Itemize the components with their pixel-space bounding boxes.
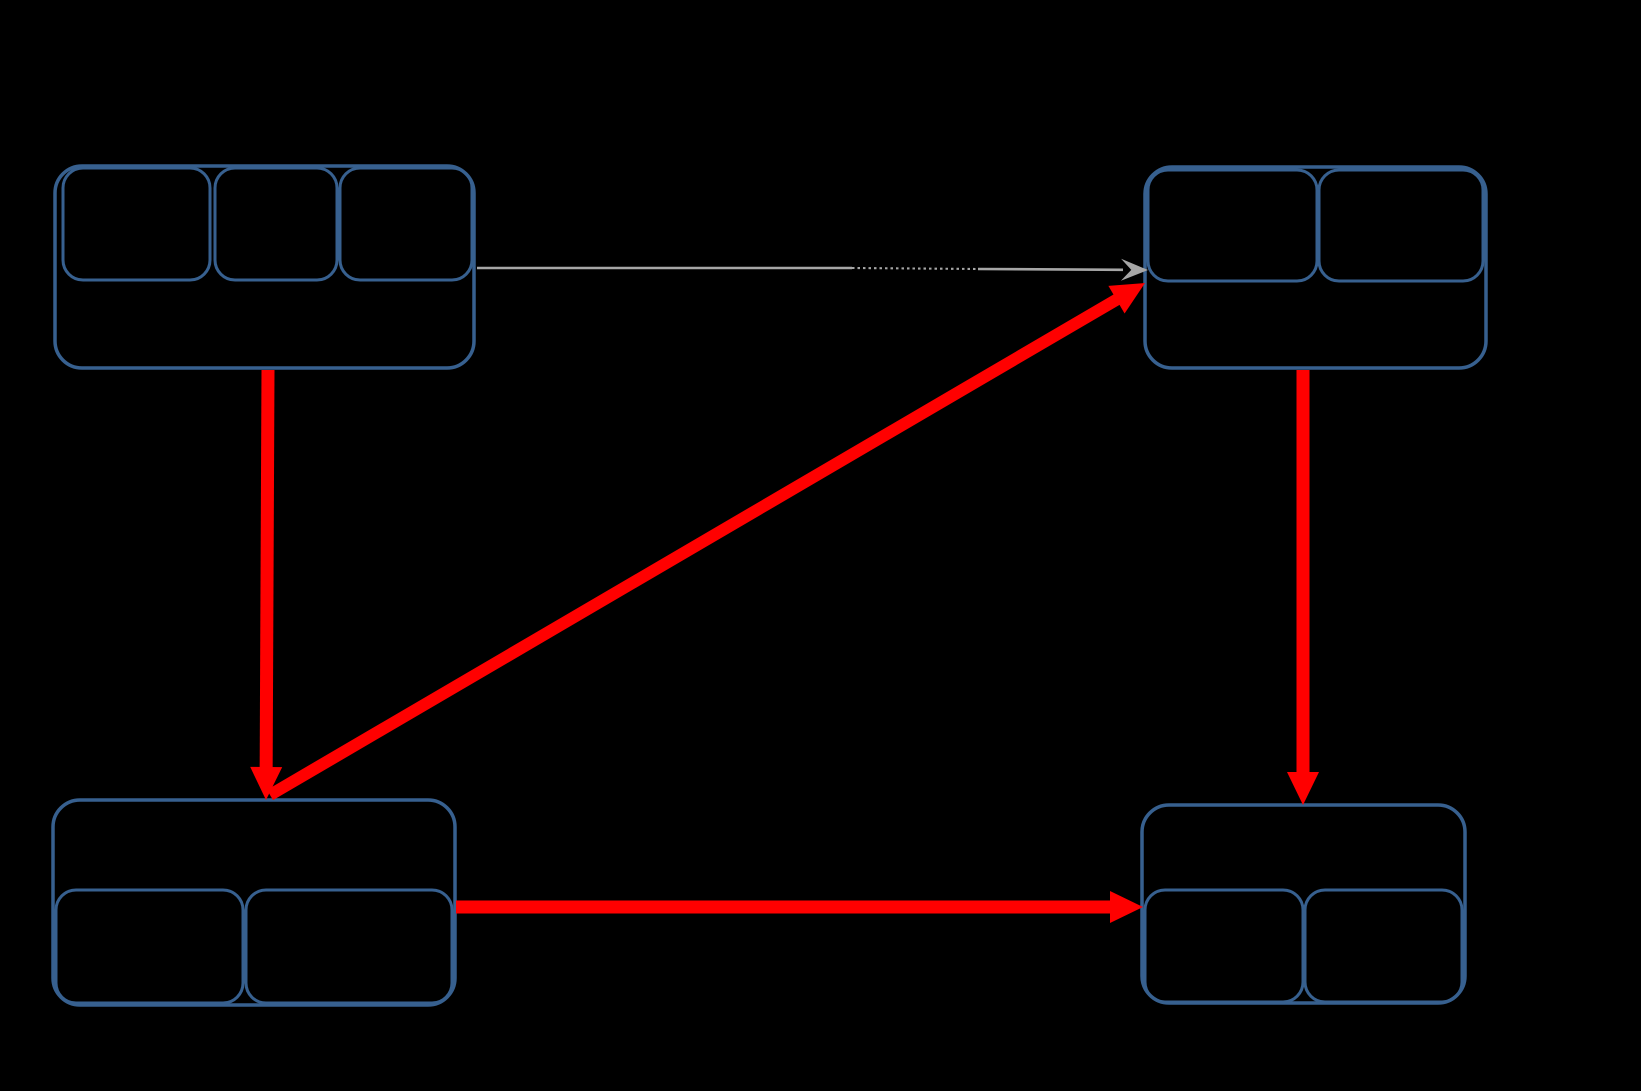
red-arrow-top-right-to-bottom-right-arrowhead-icon bbox=[1287, 772, 1319, 805]
gray-arrow-top-left-to-top-right bbox=[477, 258, 1148, 281]
gray-arrow-top-left-to-top-right-line-2 bbox=[851, 266, 979, 271]
sub-box-top-left-1 bbox=[61, 166, 212, 282]
red-arrow-top-left-to-bottom-left bbox=[250, 369, 283, 800]
outer-box-top-right bbox=[1143, 165, 1488, 370]
group-top-right bbox=[1143, 165, 1488, 370]
sub-box-top-left-3 bbox=[338, 166, 474, 282]
gray-arrow-top-left-to-top-right-arrowhead-icon bbox=[1120, 258, 1148, 281]
sub-box-bottom-right-1 bbox=[1143, 888, 1305, 1004]
red-arrow-top-right-to-bottom-right bbox=[1287, 370, 1319, 805]
group-top-left bbox=[53, 164, 476, 370]
red-arrow-top-left-to-bottom-left-arrowhead-icon bbox=[250, 766, 283, 800]
sub-box-bottom-left-1 bbox=[54, 888, 245, 1005]
group-bottom-left bbox=[51, 798, 457, 1007]
outer-box-top-left bbox=[53, 164, 476, 370]
red-arrow-bottom-left-to-bottom-right-arrowhead-icon bbox=[1110, 891, 1143, 923]
outer-box-bottom-left bbox=[51, 798, 457, 1007]
sub-box-top-right-1 bbox=[1146, 168, 1319, 283]
red-arrow-bottom-left-to-bottom-right bbox=[456, 891, 1143, 923]
sub-box-bottom-left-2 bbox=[244, 888, 454, 1005]
red-arrow-top-left-to-bottom-left-line-1 bbox=[259, 369, 275, 770]
red-arrow-bottom-left-to-top-right bbox=[266, 283, 1145, 801]
sub-box-top-left-2 bbox=[213, 166, 339, 282]
outer-box-bottom-right bbox=[1140, 803, 1467, 1005]
gray-arrow-top-left-to-top-right-line-3 bbox=[977, 267, 1124, 272]
sub-box-bottom-right-2 bbox=[1303, 888, 1464, 1004]
group-bottom-right bbox=[1140, 803, 1467, 1005]
red-arrow-bottom-left-to-top-right-arrowhead-icon bbox=[1108, 283, 1145, 314]
sub-box-top-right-2 bbox=[1317, 168, 1485, 283]
red-arrow-bottom-left-to-top-right-line-1 bbox=[266, 293, 1122, 801]
